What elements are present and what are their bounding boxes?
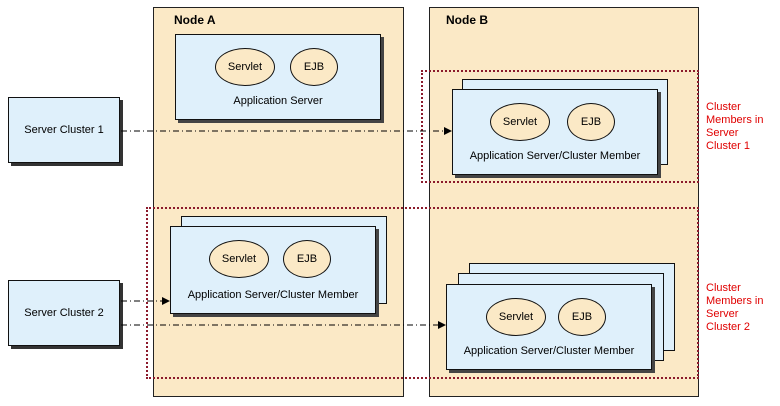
server-label: Application Server bbox=[233, 95, 323, 107]
cluster-member-node-a-c2: Servlet EJB Application Server/Cluster M… bbox=[170, 226, 376, 314]
server-cluster-1: Server Cluster 1 bbox=[8, 97, 120, 163]
servlet-component: Servlet bbox=[490, 103, 550, 141]
cluster-member-node-b-c1: Servlet EJB Application Server/Cluster M… bbox=[452, 89, 658, 175]
ejb-component: EJB bbox=[290, 48, 338, 86]
server-label: Application Server/Cluster Member bbox=[187, 289, 359, 301]
servlet-component: Servlet bbox=[215, 48, 275, 86]
servlet-component: Servlet bbox=[209, 240, 269, 278]
cluster-2-members-label: Cluster Members in Server Cluster 2 bbox=[706, 282, 764, 333]
cluster-1-members-label: Cluster Members in Server Cluster 1 bbox=[706, 101, 764, 152]
ejb-component: EJB bbox=[567, 103, 615, 141]
server-label: Application Server/Cluster Member bbox=[463, 345, 635, 357]
server-label: Application Server/Cluster Member bbox=[469, 150, 641, 162]
cluster-member-node-b-c2: Servlet EJB Application Server/Cluster M… bbox=[446, 284, 652, 370]
node-b-title: Node B bbox=[446, 13, 488, 27]
ejb-component: EJB bbox=[283, 240, 331, 278]
node-a-title: Node A bbox=[174, 13, 216, 27]
application-server-node-a: Servlet EJB Application Server bbox=[175, 34, 381, 120]
cluster-1-region bbox=[421, 70, 699, 183]
ejb-component: EJB bbox=[558, 298, 606, 336]
server-cluster-2: Server Cluster 2 bbox=[8, 280, 120, 346]
cluster-2-region bbox=[146, 207, 699, 379]
servlet-component: Servlet bbox=[486, 298, 546, 336]
